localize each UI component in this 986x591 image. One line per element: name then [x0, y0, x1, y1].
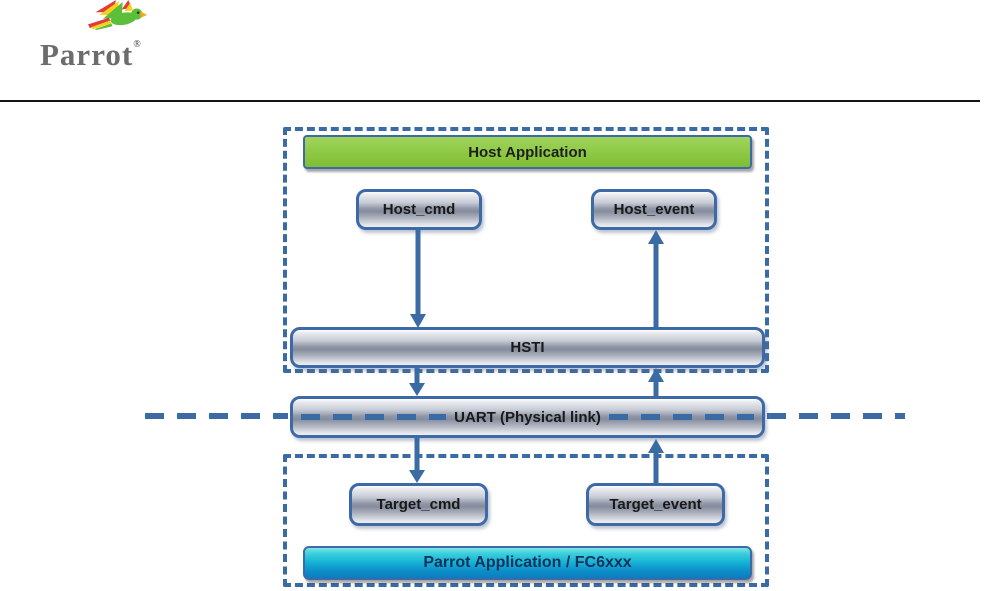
- host-application-label: Host Application: [468, 143, 587, 161]
- physical-link-dash-left: [145, 413, 288, 419]
- physical-link-dash-right: [767, 413, 905, 419]
- parrot-application-label: Parrot Application / FC6xxx: [423, 554, 632, 571]
- target-event-box: Target_event: [586, 483, 725, 526]
- hsti-label: HSTI: [510, 339, 545, 356]
- host-event-box: Host_event: [591, 189, 717, 230]
- brand-name: Parrot: [40, 37, 134, 72]
- hsti-box: HSTI: [290, 327, 765, 368]
- uart-box: UART (Physical link): [290, 396, 765, 438]
- target-cmd-box: Target_cmd: [349, 483, 488, 526]
- host-section-box: [283, 127, 769, 373]
- registered-mark: ®: [133, 39, 141, 50]
- host-application-box: Host Application: [303, 135, 752, 169]
- physical-link-dash-inner-right: [608, 414, 755, 420]
- uart-label: UART (Physical link): [454, 408, 601, 426]
- parrot-application-box: Parrot Application / FC6xxx: [303, 546, 752, 580]
- target-section-box: [283, 454, 769, 587]
- header-divider: [0, 100, 980, 102]
- host-event-label: Host_event: [613, 201, 695, 218]
- parrot-bird-icon: [88, 0, 148, 30]
- host-cmd-box: Host_cmd: [356, 189, 482, 230]
- target-event-label: Target_event: [609, 496, 702, 513]
- brand-wordmark: Parrot®: [40, 30, 180, 70]
- parrot-logo: Parrot®: [40, 0, 180, 70]
- target-cmd-label: Target_cmd: [376, 496, 461, 513]
- physical-link-dash-inner-left: [301, 414, 447, 420]
- host-cmd-label: Host_cmd: [382, 201, 456, 218]
